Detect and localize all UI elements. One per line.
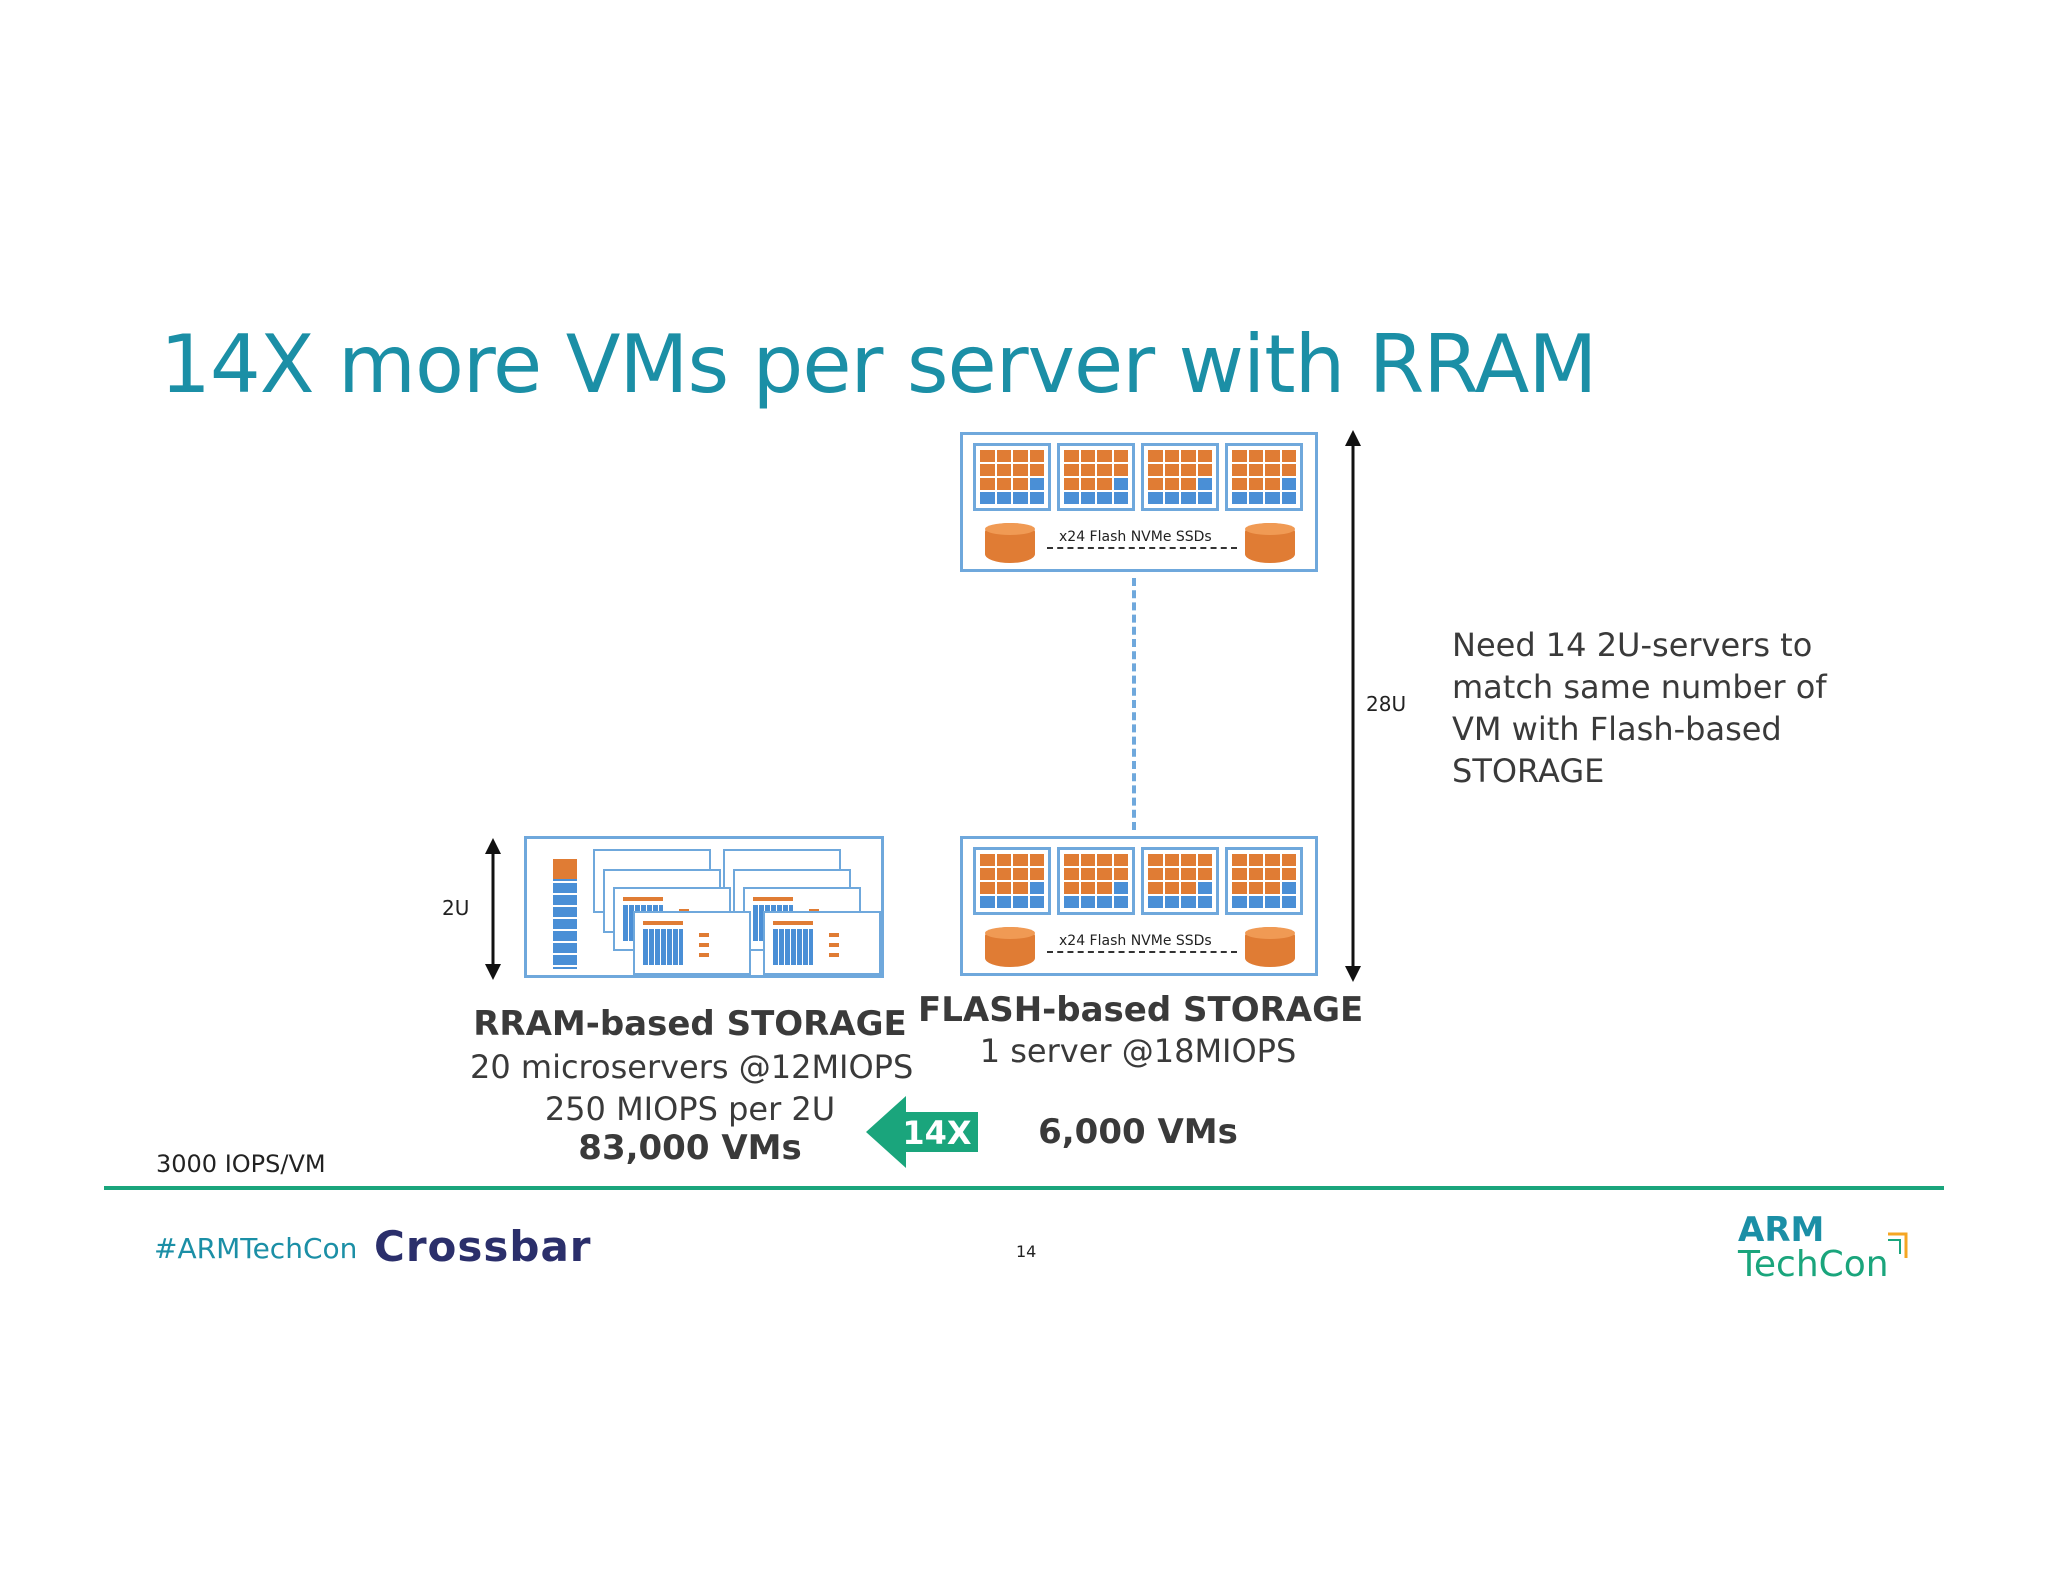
side-note-line: match same number of (1452, 668, 1827, 706)
ssd-label: x24 Flash NVMe SSDs (1059, 933, 1212, 949)
multiplier-label: 14X (902, 1114, 972, 1152)
arm-logo: ARM (1738, 1210, 1825, 1250)
hashtag: #ARMTechCon (154, 1232, 358, 1265)
flash-vms: 6,000 VMs (1038, 1112, 1238, 1152)
left-arrow-icon (866, 1096, 978, 1168)
ssd-disk-icon (985, 927, 1035, 967)
flash-server-bottom: x24 Flash NVMe SSDs (960, 836, 1318, 976)
cpu-chip (1057, 443, 1135, 511)
server-stack-connector (1132, 578, 1136, 830)
ssd-disk-icon (1245, 523, 1295, 563)
cpu-chip (1057, 847, 1135, 915)
flash-line1: 1 server @18MIOPS (979, 1032, 1297, 1070)
rram-caption: RRAM-based STORAGE 20 microservers @12MI… (470, 1004, 914, 1168)
cpu-chip (973, 443, 1051, 511)
microserver-card (763, 911, 881, 975)
cpu-chip (973, 847, 1051, 915)
page-number: 14 (1016, 1242, 1037, 1261)
rram-vms: 83,000 VMs (578, 1128, 802, 1168)
cpu-chip (1225, 847, 1303, 915)
ssd-label: x24 Flash NVMe SSDs (1059, 529, 1212, 545)
footer-rule (104, 1186, 1944, 1190)
rram-heading: RRAM-based STORAGE (473, 1004, 907, 1044)
rram-line2: 250 MIOPS per 2U (544, 1090, 836, 1128)
height-arrow-28u (1345, 430, 1361, 982)
ssd-disk-icon (1245, 927, 1295, 967)
side-note: Need 14 2U-servers to match same number … (1452, 624, 1827, 792)
rram-chassis (524, 836, 884, 978)
cpu-chip (1141, 847, 1219, 915)
multiplier-arrow: 14X (866, 1096, 978, 1168)
iops-note: 3000 IOPS/VM (156, 1150, 326, 1178)
rram-line1: 20 microservers @12MIOPS (470, 1048, 914, 1086)
cpu-chip (1141, 443, 1219, 511)
side-note-line: VM with Flash-based (1452, 710, 1782, 748)
crossbar-logo: Crossbar (374, 1222, 592, 1271)
height-label-2u: 2U (442, 896, 470, 920)
side-note-line: Need 14 2U-servers to (1452, 626, 1813, 664)
ssd-dashed-line (1047, 547, 1237, 549)
height-arrow-2u (485, 838, 501, 980)
flash-caption: FLASH-based STORAGE 1 server @18MIOPS (918, 990, 1364, 1070)
flash-server-top: x24 Flash NVMe SSDs (960, 432, 1318, 572)
microserver-card (633, 911, 751, 975)
flash-heading: FLASH-based STORAGE (918, 990, 1364, 1030)
cpu-chip (1225, 443, 1303, 511)
rram-chip-column-top (553, 859, 577, 879)
height-label-28u: 28U (1366, 692, 1407, 716)
ssd-disk-icon (985, 523, 1035, 563)
slide-title: 14X more VMs per server with RRAM (160, 318, 1597, 411)
techcon-corner-icon (1888, 1232, 1908, 1258)
side-note-line: STORAGE (1452, 752, 1605, 790)
ssd-dashed-line (1047, 951, 1237, 953)
techcon-logo: TechCon (1738, 1244, 1889, 1285)
